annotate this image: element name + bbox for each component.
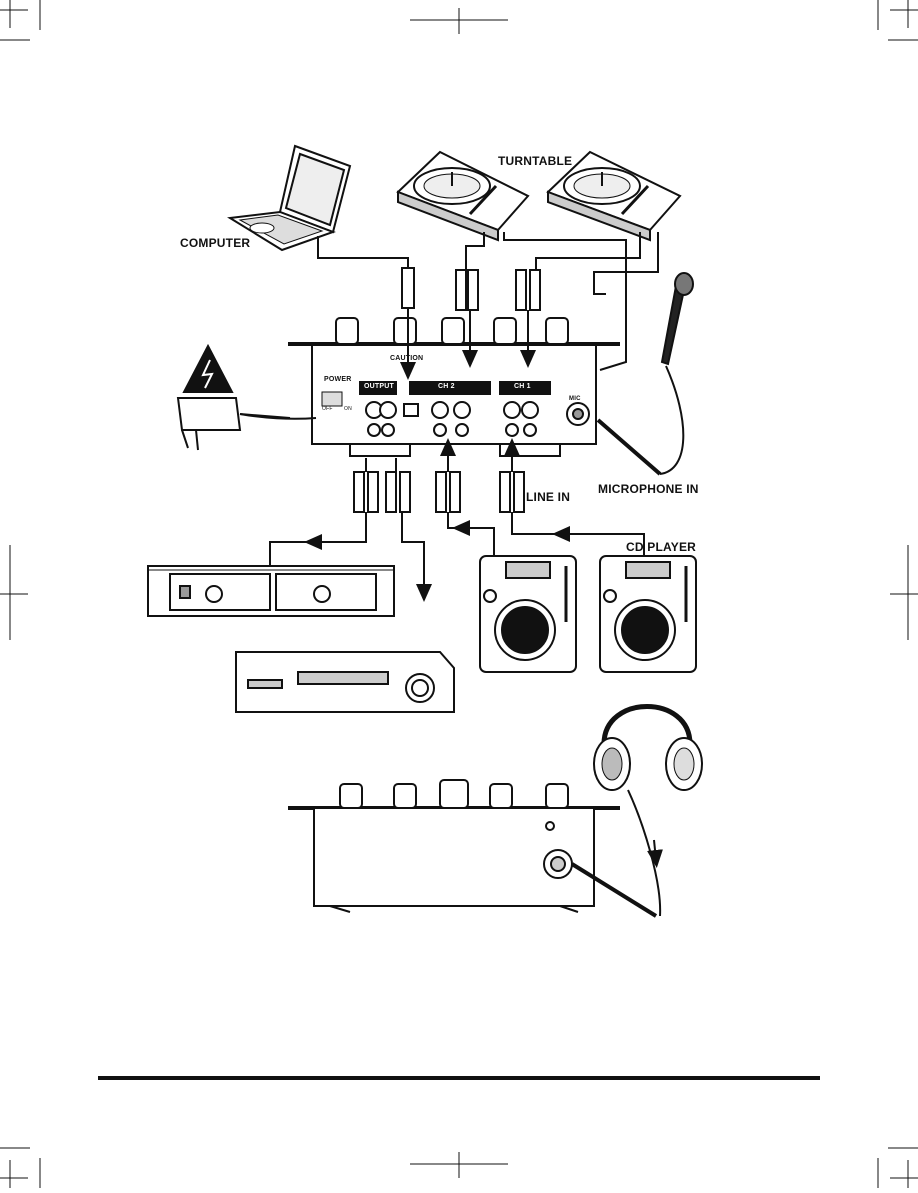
- power-adapter-icon: [176, 343, 291, 451]
- line-in-label: LINE IN: [526, 490, 571, 504]
- turntable-left-icon: [396, 150, 530, 242]
- panel-on-label: ON: [344, 406, 352, 412]
- cd-player-right-icon: [599, 555, 697, 673]
- mixer-unit: [288, 317, 620, 457]
- cd-player-left-icon: [479, 555, 577, 673]
- panel-mic-label: MIC: [569, 396, 581, 402]
- turntable-label: TURNTABLE: [498, 154, 573, 168]
- panel-output-label: OUTPUT: [364, 383, 394, 390]
- amplifier-icon: [147, 565, 395, 617]
- microphone-in-label: MICROPHONE IN: [598, 482, 699, 496]
- receiver-icon: [235, 651, 455, 713]
- panel-off-label: OFF: [322, 406, 333, 412]
- mixer-front-unit: [288, 779, 620, 913]
- computer-label: COMPUTER: [180, 236, 251, 250]
- panel-caution-label: CAUTION: [390, 355, 424, 362]
- connection-cables: [239, 232, 685, 918]
- cd-player-label: CD PLAYER: [626, 540, 697, 554]
- headphones-icon: [593, 704, 703, 791]
- panel-ch1-label: CH 1: [514, 383, 531, 390]
- panel-power-label: POWER: [324, 376, 352, 383]
- microphone-icon: [660, 272, 694, 366]
- laptop-icon: [227, 144, 352, 252]
- panel-ch2-label: CH 2: [438, 383, 455, 390]
- turntable-right-icon: [546, 150, 682, 242]
